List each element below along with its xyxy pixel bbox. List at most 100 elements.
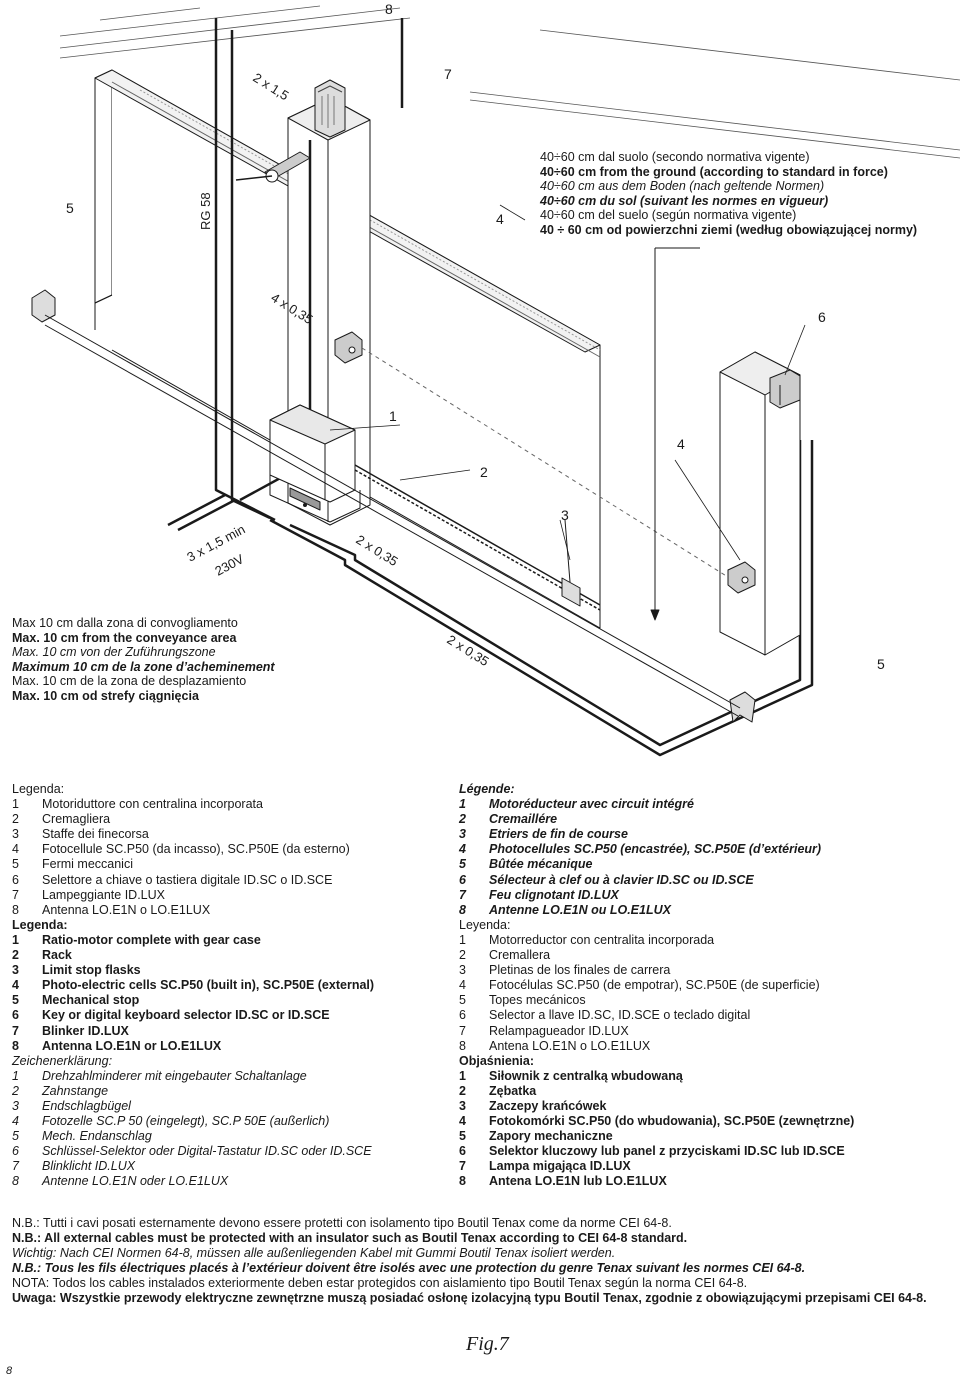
legend-item-number: 5 xyxy=(459,1129,466,1144)
legend-item-number: 4 xyxy=(12,1114,19,1129)
conveyance-note-es: Max. 10 cm de la zona de desplazamiento xyxy=(12,674,247,688)
legend-item-text: Antena LO.E1N lub LO.E1LUX xyxy=(489,1174,667,1189)
callout-7: 7 xyxy=(444,66,452,82)
legend-item-number: 4 xyxy=(12,842,19,857)
legend-item-text: Mech. Endanschlag xyxy=(42,1129,152,1144)
legend-item-number: 3 xyxy=(459,963,466,978)
note-en: N.B.: All external cables must be protec… xyxy=(12,1231,688,1246)
height-dimension xyxy=(650,247,700,621)
legend-item-text: Zębatka xyxy=(489,1083,537,1098)
legend-item: 8 Antenna LO.E1N or LO.E1LUX xyxy=(12,1039,374,1054)
legend-en-title: Legenda: xyxy=(12,917,68,932)
legend-item-number: 2 xyxy=(459,1083,466,1098)
legend-item-text: Feu clignotant ID.LUX xyxy=(489,887,619,902)
legend-item-number: 8 xyxy=(459,1038,466,1053)
legend-item-text: Zapory mechaniczne xyxy=(489,1129,613,1144)
callout-5-right: 5 xyxy=(877,656,885,672)
conveyance-note-pl: Max. 10 cm od strefy ciągnięcia xyxy=(12,688,199,703)
legend-item-text: Fermi meccanici xyxy=(42,857,133,872)
page-number: 8 xyxy=(6,1365,13,1377)
height-note-es: 40÷60 cm del suelo (según normativa vige… xyxy=(540,208,797,222)
legend-item-text: Pletinas de los finales de carrera xyxy=(489,963,671,978)
legend-item-number: 6 xyxy=(12,1144,19,1159)
note-es: NOTA: Todos los cables instalados exteri… xyxy=(12,1276,748,1291)
legend-item-number: 2 xyxy=(12,1083,19,1098)
legend-item-number: 7 xyxy=(459,1159,466,1174)
legend-item-text: Selector a llave ID.SC, ID.SCE o teclado… xyxy=(489,1008,751,1023)
legend-item-number: 6 xyxy=(12,1008,19,1023)
callout-leaders xyxy=(329,204,806,561)
legend-item-number: 2 xyxy=(459,812,466,827)
callout-3: 3 xyxy=(561,507,569,523)
conveyance-note-de: Max. 10 cm von der Zuführungszone xyxy=(12,645,216,659)
legend-item-text: Bûtée mécanique xyxy=(489,857,593,872)
legend-item-number: 8 xyxy=(459,902,466,917)
callout-6: 6 xyxy=(818,309,826,325)
legend-item-text: Lampeggiante ID.LUX xyxy=(42,887,165,902)
legend-it-title: Legenda: xyxy=(12,782,65,796)
legend-item-number: 2 xyxy=(459,948,466,963)
legend-item-number: 5 xyxy=(12,857,19,872)
legend-item-text: Selettore a chiave o tastiera digitale I… xyxy=(42,872,333,887)
legend-item-text: Antenna LO.E1N or LO.E1LUX xyxy=(42,1038,222,1053)
legend-de-title: Zeichenerklärung: xyxy=(12,1053,113,1068)
legend-item: 4 Fotocellule SC.P50 (da incasso), SC.P50… xyxy=(12,842,374,857)
height-note-pl: 40 ÷ 60 cm od powierzchni ziemi (według … xyxy=(540,222,918,237)
legend-item-text: Fotocellule SC.P50 (da incasso), SC.P50E… xyxy=(42,842,350,857)
cable-label-230v: 230V xyxy=(212,551,246,579)
legend-item-text: Relampagueador ID.LUX xyxy=(489,1023,629,1038)
legend-pl-title: Objaśnienia: xyxy=(459,1053,535,1068)
legend-item-number: 5 xyxy=(12,1129,19,1144)
legend-item-number: 3 xyxy=(459,1098,466,1113)
conveyance-note-fr: Maximum 10 cm de la zone d’acheminement xyxy=(12,659,275,674)
callout-2: 2 xyxy=(480,464,488,480)
legend-item-number: 1 xyxy=(12,932,19,947)
legend-item-number: 1 xyxy=(459,1068,466,1083)
legend-item-number: 6 xyxy=(12,872,19,887)
legend-item-number: 5 xyxy=(12,993,19,1008)
legend-item-text: Antenna LO.E1N o LO.E1LUX xyxy=(42,902,211,917)
legend-item-text: Motoréducteur avec circuit intégré xyxy=(489,797,694,812)
callout-4-top: 4 xyxy=(496,211,504,227)
ground-guide-rail xyxy=(44,314,741,717)
callout-8: 8 xyxy=(385,1,393,17)
key-selector-device xyxy=(769,369,801,409)
legend-item-text: Antenne LO.E1N oder LO.E1LUX xyxy=(42,1174,229,1189)
legend-item: 5 Mech. Endanschlag xyxy=(12,1129,374,1144)
legend-item-number: 6 xyxy=(459,872,466,887)
legend-item-number: 5 xyxy=(459,857,466,872)
legend-item-number: 8 xyxy=(12,1038,19,1053)
legend-item-text: Photocellules SC.P50 (encastrée), SC.P50… xyxy=(489,842,822,857)
conveyance-note-en: Max. 10 cm from the conveyance area xyxy=(12,630,237,645)
legend-item-number: 4 xyxy=(459,842,466,857)
legend-item-text: Zahnstange xyxy=(42,1083,109,1098)
conveyance-note-it: Max 10 cm dalla zona di convogliamento xyxy=(12,616,238,630)
note-de: Wichtig: Nach CEI Normen 64-8, müssen al… xyxy=(12,1246,616,1261)
